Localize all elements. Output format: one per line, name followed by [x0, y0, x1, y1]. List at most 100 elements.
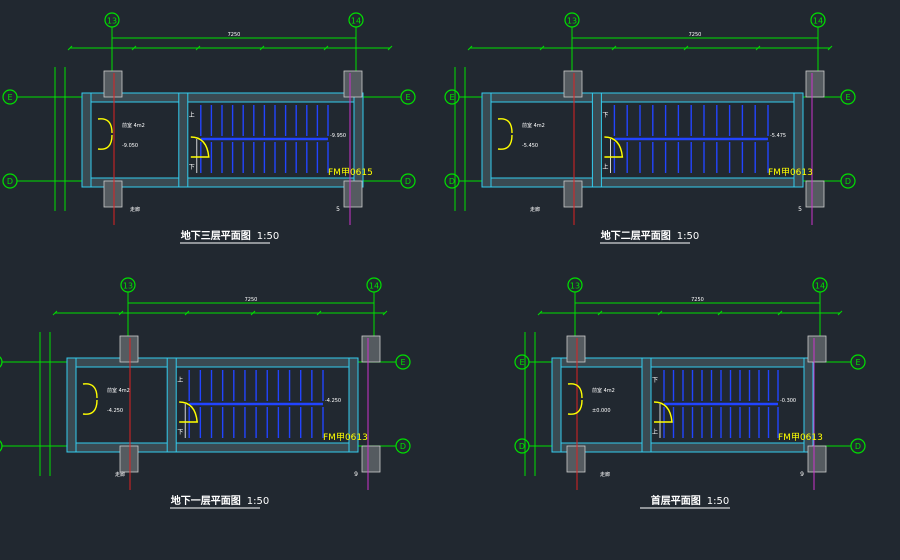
dimension-tick	[755, 45, 761, 51]
stair-level: -9.950	[330, 133, 346, 139]
dimension-tick	[259, 45, 265, 51]
dimension-tick	[387, 45, 393, 51]
row-letter-right: E	[845, 93, 850, 102]
wall-bottom	[81, 177, 363, 188]
double-door	[82, 383, 98, 415]
room-level: -5.450	[522, 143, 538, 149]
wall-partition	[166, 357, 177, 453]
stair-direction-label-2: 下	[177, 429, 183, 436]
plan-title: 首层平面图 1:50	[651, 494, 729, 507]
structural-column	[119, 445, 139, 473]
row-letter: E	[7, 93, 12, 102]
axis-number: 13	[107, 17, 117, 26]
row-letter-right: D	[855, 442, 861, 451]
axis-number: 13	[570, 282, 580, 291]
room-level: -9.050	[122, 143, 138, 149]
structural-column	[103, 70, 123, 98]
structural-column	[119, 335, 139, 363]
corridor-label: 走廊	[530, 206, 540, 213]
single-door	[653, 401, 673, 423]
single-door	[179, 401, 198, 423]
row-letter: D	[519, 442, 525, 451]
axis-number: 14	[813, 17, 823, 26]
plan-title-text: 地下二层平面图	[601, 229, 671, 242]
dimension-tick	[611, 45, 617, 51]
room-label: 前室 4m2	[592, 387, 615, 394]
room-label: 前室 4m2	[107, 387, 130, 394]
row-bubble	[514, 354, 530, 370]
dimension-tick	[250, 310, 256, 316]
corridor-label: 走廊	[115, 471, 125, 478]
room-level: -4.250	[107, 408, 123, 414]
dimension-tick	[131, 45, 137, 51]
stair-level: -5.475	[770, 133, 786, 139]
wall-right	[793, 92, 804, 188]
plan-scale: 1:50	[677, 231, 699, 242]
dimension-tick	[539, 45, 545, 51]
plan-scale: 1:50	[257, 231, 279, 242]
dimension-tick	[537, 310, 543, 316]
structural-column	[361, 445, 381, 473]
row-letter: D	[449, 177, 455, 186]
dimension-tick	[323, 45, 329, 51]
dimension-tick	[657, 310, 663, 316]
row-bubble-right	[395, 438, 411, 454]
structural-column	[103, 180, 123, 208]
row-letter-right: E	[405, 93, 410, 102]
structural-column	[563, 70, 583, 98]
plan-scale: 1:50	[707, 496, 729, 507]
dimension-tick	[67, 45, 73, 51]
single-door	[604, 136, 624, 158]
dimension-tick	[52, 310, 58, 316]
wall-right	[348, 357, 359, 453]
plan-title-text: 首层平面图	[651, 494, 701, 507]
wall-top	[481, 92, 803, 103]
wall-left	[551, 357, 562, 453]
axis-number: 13	[123, 282, 133, 291]
wall-bottom	[551, 442, 813, 453]
row-letter-right: D	[400, 442, 406, 451]
double-door	[497, 118, 513, 150]
dimension-tick	[118, 310, 124, 316]
plan-title-text: 地下三层平面图	[181, 229, 251, 242]
wall-top	[81, 92, 363, 103]
row-letter: D	[7, 177, 13, 186]
dimension-tick	[683, 45, 689, 51]
plan-title: 地下三层平面图 1:50	[181, 229, 279, 242]
structural-column	[566, 335, 586, 363]
dimension-tick	[195, 45, 201, 51]
dimension-tick	[184, 310, 190, 316]
structural-column	[807, 335, 827, 363]
structural-column	[805, 70, 825, 98]
side-label: 9	[800, 471, 804, 478]
row-bubble	[2, 89, 18, 105]
side-label: 5	[798, 206, 802, 213]
side-label: 9	[354, 471, 358, 478]
stair-level: -4.250	[325, 398, 341, 404]
dimension-tick	[777, 310, 783, 316]
axis-number: 14	[351, 17, 361, 26]
fire-door-tag: FM甲0613	[778, 432, 823, 443]
side-label: 5	[336, 206, 340, 213]
axis-number: 14	[815, 282, 825, 291]
row-letter: E	[449, 93, 454, 102]
row-bubble-right	[395, 354, 411, 370]
row-bubble-right	[400, 173, 416, 189]
stair-direction-label-2: 下	[189, 164, 195, 171]
row-letter-right: E	[400, 358, 405, 367]
wall-partition	[591, 92, 602, 188]
row-bubble	[444, 173, 460, 189]
fire-door-tag: FM甲0613	[768, 167, 813, 178]
plan-title: 地下二层平面图 1:50	[601, 229, 699, 242]
stair-direction-label: 上	[177, 376, 183, 384]
dimension-tick	[827, 45, 833, 51]
wall-partition	[178, 92, 189, 188]
row-bubble-right	[850, 438, 866, 454]
overall-dimension: 7250	[691, 297, 704, 303]
